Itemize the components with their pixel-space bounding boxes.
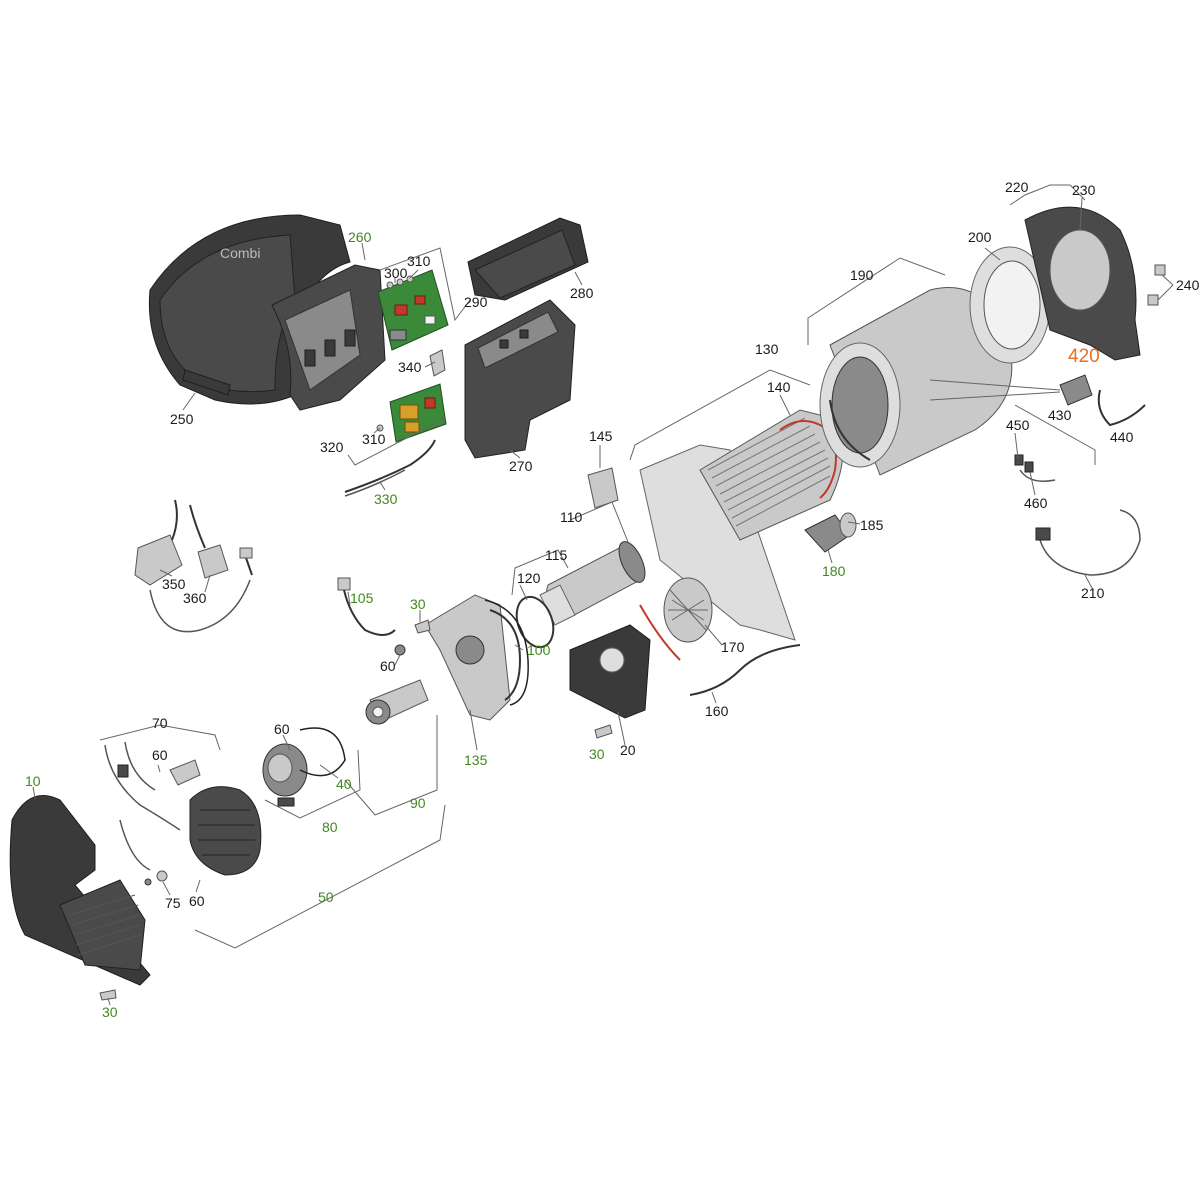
part-80-motor-assembly [262,727,346,807]
label-80: 80 [322,819,338,835]
label-310-top: 310 [407,253,431,269]
label-60-80: 60 [274,721,290,737]
part-250-outer-casing: Combi [148,214,351,405]
part-105-temp-sensor [337,577,406,656]
label-60-105: 60 [380,658,396,674]
part-200-front-ring [969,246,1051,364]
label-105: 105 [350,590,374,606]
label-30-bottom: 30 [102,1004,118,1020]
label-60-75: 60 [189,893,205,909]
label-100: 100 [527,642,551,658]
part-160-harness [639,604,801,696]
part-350-360-sensor-harness [134,499,253,633]
part-190-housing-cylinder [819,287,1013,476]
part-300-310-screws [376,275,414,432]
part-100-gasket [484,599,529,706]
label-250: 250 [170,411,194,427]
label-10: 10 [25,773,41,789]
part-20-burner-plate [569,624,651,719]
part-110-115-combustion-tube [539,541,646,626]
part-450-460-connectors [1014,454,1056,482]
part-260-end-cap [271,264,386,411]
label-320: 320 [320,439,344,455]
part-320-sub-board [389,383,447,443]
part-220-230-fan-housing [1024,206,1141,361]
label-310-bottom: 310 [362,431,386,447]
label-300: 300 [384,265,408,281]
label-350: 350 [162,576,186,592]
label-115: 115 [545,547,568,563]
label-290: 290 [464,294,488,310]
label-180: 180 [822,563,846,579]
part-135-flange [424,594,522,721]
part-290-control-board [377,269,449,351]
label-280: 280 [570,285,594,301]
label-145: 145 [589,428,613,444]
part-240-clips [1147,264,1166,306]
label-450: 450 [1006,417,1030,433]
part-270-front-cover [464,299,576,459]
label-460: 460 [1024,495,1048,511]
label-340: 340 [398,359,422,375]
label-135: 135 [464,752,488,768]
part-180-185-motor [804,512,857,553]
label-60-70: 60 [152,747,168,763]
label-230: 230 [1072,182,1096,198]
label-440: 440 [1110,429,1134,445]
part-430-440-sensor [1059,374,1146,427]
label-360: 360 [183,590,207,606]
leader-lines [32,184,1174,1006]
part-70-wire [104,741,201,831]
part-75-washer [144,870,168,886]
label-50: 50 [318,889,334,905]
part-340-bracket [429,349,446,377]
label-330: 330 [374,491,398,507]
part-90-pump-assembly [365,679,429,725]
part-210-wiring-harness [1035,509,1141,576]
label-90: 90 [410,795,426,811]
part-130-140-heat-exchanger [639,409,844,641]
label-130: 130 [755,341,779,357]
part-330-wire-harness [344,439,436,497]
label-270: 270 [509,458,533,474]
label-185: 185 [860,517,884,533]
label-190: 190 [850,267,874,283]
label-75: 75 [165,895,181,911]
label-120: 120 [517,570,541,586]
label-140: 140 [767,379,791,395]
label-30-mid: 30 [589,746,605,762]
label-240: 240 [1176,277,1200,293]
part-170-fan-wheel [663,577,713,643]
cover-brand-text: Combi [220,245,260,261]
label-260: 260 [348,229,372,245]
part-145-clip [587,467,619,509]
part-number-labels: 220 230 200 240 190 130 140 420 430 440 … [25,179,1200,1020]
label-20: 20 [620,742,636,758]
part-280-top-cover [467,217,589,301]
part-50-fuel-pump [119,786,262,876]
label-220: 220 [1005,179,1029,195]
label-420: 420 [1068,346,1100,367]
label-110: 110 [560,509,583,525]
label-40: 40 [336,776,352,792]
part-10-front-cover [9,795,151,986]
label-170: 170 [721,639,745,655]
label-200: 200 [968,229,992,245]
label-210: 210 [1081,585,1105,601]
part-30-screws [99,619,613,1001]
label-430: 430 [1048,407,1072,423]
label-30-top: 30 [410,596,426,612]
label-70: 70 [152,715,168,731]
label-160: 160 [705,703,729,719]
